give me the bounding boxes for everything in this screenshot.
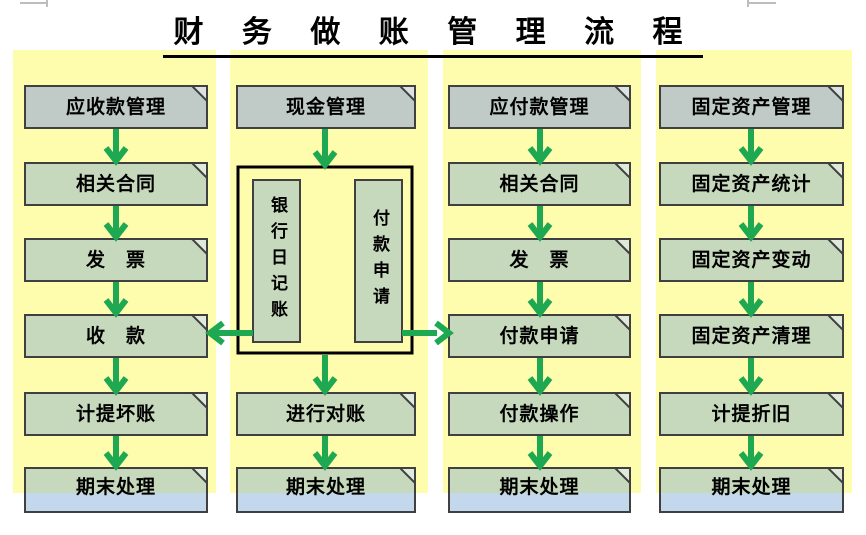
corner-mark-top-right xyxy=(747,0,776,7)
column-receivables-boxes xyxy=(24,85,208,513)
flow-box-label: 相关合同 xyxy=(499,172,580,195)
flow-box-label: 计提坏账 xyxy=(75,402,156,425)
arrow-down-icon xyxy=(103,282,129,318)
flow-box-label: 应收款管理 xyxy=(65,95,166,118)
page-title-text: 财 务 做 账 管 理 流 程 xyxy=(163,7,703,58)
flow-box-label: 相关合同 xyxy=(75,172,156,195)
flow-box-label-vertical: 银行日记账 xyxy=(267,196,287,326)
arrow-down-icon xyxy=(527,282,553,318)
arrow-down-icon xyxy=(738,129,764,166)
flow-box-label: 固定资产清理 xyxy=(691,324,812,347)
flow-box-label: 现金管理 xyxy=(285,95,366,118)
arrow-down-icon xyxy=(527,436,553,471)
flow-box-label: 期末处理 xyxy=(499,475,580,498)
flow-box-label: 固定资产变动 xyxy=(691,248,812,271)
column-fixed-assets-boxes xyxy=(659,85,844,513)
arrow-down-icon xyxy=(312,436,338,471)
flow-box-label: 应付款管理 xyxy=(489,95,590,118)
corner-mark-top-left xyxy=(20,0,48,7)
page-title: 财 务 做 账 管 理 流 程 xyxy=(0,7,866,58)
arrow-down-icon xyxy=(527,206,553,242)
arrow-down-icon xyxy=(103,436,129,471)
flow-box-label: 进行对账 xyxy=(285,402,366,425)
arrow-down-icon xyxy=(103,129,129,166)
flow-box-label: 期末处理 xyxy=(75,475,156,498)
flow-box-label: 收 款 xyxy=(85,324,146,347)
arrow-down-icon xyxy=(527,129,553,166)
flow-box-label: 固定资产统计 xyxy=(691,172,812,195)
flow-box-label: 付款操作 xyxy=(499,402,580,425)
flow-box-label: 发 票 xyxy=(509,248,570,271)
flow-box-label: 固定资产管理 xyxy=(691,95,812,118)
flow-box-label: 付款申请 xyxy=(499,324,580,347)
arrow-left-icon xyxy=(205,320,253,346)
arrow-down-icon xyxy=(312,355,338,396)
arrow-right-icon xyxy=(402,320,454,346)
flow-box-label: 发 票 xyxy=(85,248,146,271)
arrow-down-icon xyxy=(738,282,764,318)
flow-arrows xyxy=(103,129,764,471)
arrow-down-icon xyxy=(103,358,129,396)
arrow-down-icon xyxy=(738,358,764,396)
flow-box-label: 期末处理 xyxy=(285,475,366,498)
arrow-down-icon xyxy=(527,358,553,396)
arrow-down-icon xyxy=(103,206,129,242)
arrow-down-icon xyxy=(738,206,764,242)
flow-box-label: 期末处理 xyxy=(711,475,792,498)
flow-box-label-vertical: 付款申请 xyxy=(369,209,389,313)
flow-box-label: 计提折旧 xyxy=(711,402,792,425)
arrow-down-icon xyxy=(312,129,338,170)
column-cash-boxes xyxy=(236,85,416,513)
arrow-down-icon xyxy=(738,436,764,471)
